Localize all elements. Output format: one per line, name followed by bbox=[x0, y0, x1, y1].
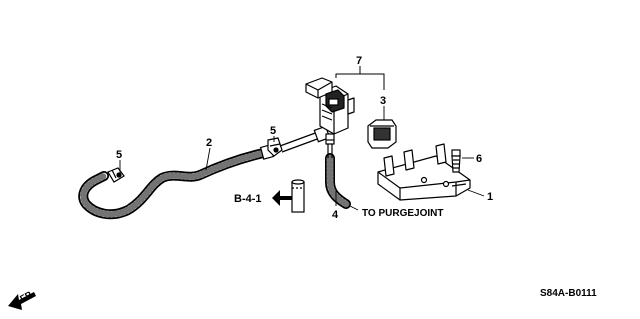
callout-2: 2 bbox=[206, 137, 212, 149]
callout-7-leader bbox=[335, 66, 385, 90]
callout-3: 3 bbox=[380, 95, 386, 107]
front-direction-arrow bbox=[8, 292, 36, 310]
callout-7: 7 bbox=[356, 55, 362, 67]
callout-5-right: 5 bbox=[270, 125, 276, 137]
callout-5-left: 5 bbox=[116, 149, 122, 161]
hose-part-4 bbox=[325, 153, 351, 209]
reference-arrow bbox=[272, 190, 292, 206]
hose-clip-part-5-left bbox=[107, 167, 125, 183]
pipe-from-solenoid bbox=[327, 144, 333, 158]
bolt-part-6 bbox=[451, 149, 461, 173]
solenoid-valve-part-7 bbox=[305, 77, 355, 145]
callout-6: 6 bbox=[476, 153, 482, 165]
callout-4: 4 bbox=[332, 209, 339, 221]
purge-joint-note: TO PURGEJOINT bbox=[362, 208, 444, 219]
direction-label: FR. bbox=[18, 288, 35, 304]
reference-label: B-4-1 bbox=[234, 193, 262, 205]
diagram-code: S84A-B0111 bbox=[540, 288, 597, 299]
hose-clip-part-5-right bbox=[267, 137, 283, 157]
pipe-reference-piece bbox=[291, 179, 305, 213]
connector-pipe bbox=[279, 125, 331, 153]
callout-1: 1 bbox=[487, 191, 493, 203]
leader-lines bbox=[119, 106, 485, 211]
connector-part-3 bbox=[367, 119, 397, 149]
hose-part-2 bbox=[78, 147, 273, 220]
bracket-part-1 bbox=[377, 143, 471, 201]
